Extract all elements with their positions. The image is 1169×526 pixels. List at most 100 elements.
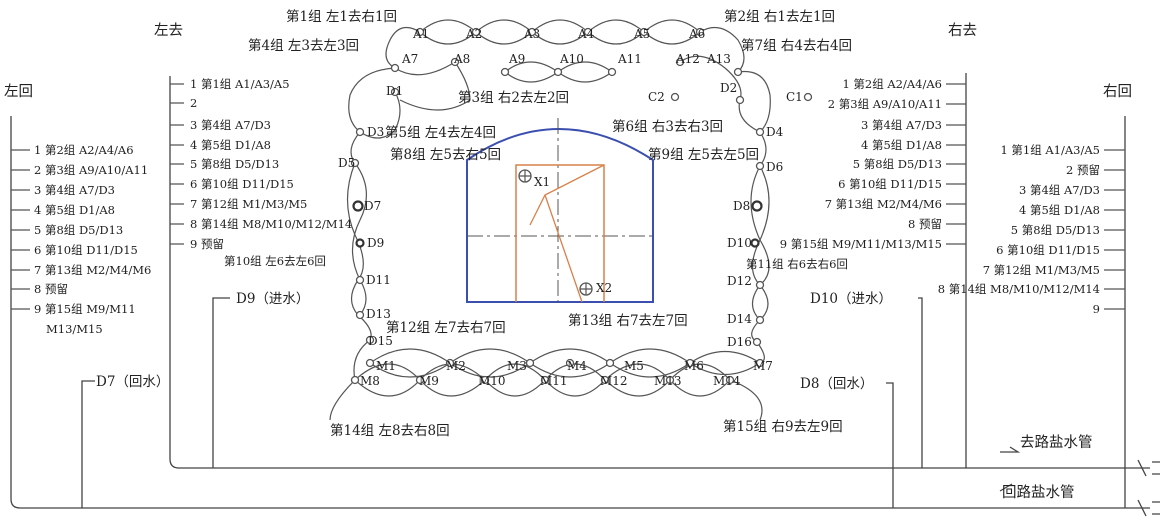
point-d11-label: D11 — [366, 273, 391, 287]
outer-loop — [329, 19, 771, 421]
group-5-label: 第5组 左4去左4回 — [385, 124, 496, 141]
list-item: 5 第8组 D5/D13 — [853, 157, 942, 171]
point-d15-label: D15 — [368, 334, 393, 348]
header-zuo-hui: 左回 — [4, 83, 33, 100]
point-m9-marker — [415, 375, 425, 385]
group-9-label: 第9组 左5去左5回 — [648, 146, 759, 163]
point-d3-marker — [355, 127, 365, 137]
list-item: 5 第8组 D5/D13 — [190, 157, 279, 171]
point-a5-label: A5 — [633, 27, 650, 41]
point-d8-label: D8 — [733, 199, 750, 213]
left-hui-list: 1 第2组 A2/A4/A6 2 第3组 A9/A10/A11 3 第4组 A7… — [34, 143, 151, 336]
point-x2-label: X2 — [596, 281, 612, 295]
point-m3-label: M3 — [507, 359, 527, 373]
supply-brine-pipe-label: 去路盐水管 — [1020, 434, 1093, 451]
point-d2-label: D2 — [720, 81, 737, 95]
header-zuo-qu: 左去 — [154, 22, 183, 39]
point-m10-label: M10 — [478, 374, 506, 388]
point-c1-marker — [803, 92, 813, 102]
point-d15-marker — [365, 335, 375, 345]
tick-lines — [11, 83, 1125, 310]
group-13-label: 第13组 右7去左7回 — [568, 312, 688, 329]
point-a8-label: A8 — [453, 52, 470, 66]
point-c2-marker — [670, 92, 680, 102]
point-m13-label: M13 — [654, 374, 682, 388]
d8-return-label: D8（回水） — [800, 376, 873, 392]
point-d4-marker — [755, 127, 765, 137]
point-a9-label: A9 — [508, 52, 525, 66]
list-item: 2 第3组 A9/A10/A11 — [828, 97, 942, 111]
point-a9-marker — [500, 67, 510, 77]
point-m5-label: M5 — [624, 359, 644, 373]
point-a6-label: A6 — [688, 27, 705, 41]
point-a10-marker — [553, 67, 563, 77]
point-m6-marker — [685, 358, 695, 368]
list-item: 7 第13组 M2/M4/M6 — [34, 263, 151, 277]
point-d13-marker — [355, 310, 365, 320]
list-item: 6 第10组 D11/D15 — [996, 243, 1100, 257]
group-12-label: 第12组 左7去右7回 — [386, 319, 506, 336]
point-a5-marker — [639, 27, 649, 37]
point-d6-marker — [755, 161, 765, 171]
list-item: 2 第3组 A9/A10/A11 — [34, 163, 148, 177]
point-x1-label: X1 — [534, 175, 550, 189]
point-labels: A1 A2 A3 A4 A5 A6 A7 A8 A9 A10 A11 A12 A… — [338, 27, 803, 388]
point-a3-marker — [527, 27, 537, 37]
point-d5-label: D5 — [338, 156, 355, 170]
list-item: 4 第5组 D1/A8 — [1019, 203, 1100, 217]
point-d9-label: D9 — [367, 236, 384, 250]
point-m3-marker — [525, 358, 535, 368]
point-m1-marker — [365, 358, 375, 368]
point-m5-marker — [605, 358, 615, 368]
point-d14-label: D14 — [727, 312, 752, 326]
point-m7-label: M7 — [753, 359, 773, 373]
list-item: 6 第10组 D11/D15 — [190, 177, 294, 191]
point-d4-label: D4 — [766, 125, 784, 139]
list-item: 9 第15组 M9/M11 — [34, 302, 136, 316]
x2-crosshair — [579, 282, 593, 296]
point-m11-marker — [540, 375, 550, 385]
point-a2-marker — [471, 27, 481, 37]
right-qu-list: 1 第2组 A2/A4/A6 2 第3组 A9/A10/A11 3 第4组 A7… — [780, 77, 942, 251]
point-m11-label: M11 — [540, 374, 568, 388]
point-m4-label: M4 — [567, 359, 587, 373]
return-brine-pipe-label: 回路盐水管 — [1002, 484, 1075, 501]
list-item: 6 第10组 D11/D15 — [34, 243, 138, 257]
list-item: 2 预留 — [1066, 163, 1100, 177]
list-item: 8 预留 — [908, 217, 942, 231]
point-m6-label: M6 — [684, 359, 704, 373]
list-item: 3 第4组 A7/D3 — [1019, 183, 1100, 197]
point-d10-marker — [750, 238, 760, 248]
point-d16-marker — [752, 337, 762, 347]
point-a7-marker — [390, 63, 400, 73]
point-d12-marker — [755, 280, 765, 290]
point-d13-label: D13 — [366, 307, 391, 321]
list-item: 5 第8组 D5/D13 — [1011, 223, 1100, 237]
point-m2-marker — [445, 358, 455, 368]
point-d7-label: D7 — [364, 199, 381, 213]
orange-diag-2 — [544, 194, 583, 303]
point-d2-marker — [735, 95, 745, 105]
measure-points — [350, 27, 813, 385]
list-item: 3 第4组 A7/D3 — [34, 183, 115, 197]
point-m1-label: M1 — [376, 359, 396, 373]
group-11-label: 第11组 右6去右6回 — [746, 257, 848, 271]
tunnel-section — [466, 118, 654, 303]
list-item: 4 第5组 D1/A8 — [861, 138, 942, 152]
point-a8-marker — [450, 57, 460, 67]
point-c1-label: C1 — [786, 90, 803, 104]
list-item: 4 第5组 D1/A8 — [34, 203, 115, 217]
point-m12-label: M12 — [600, 374, 628, 388]
list-item: 7 第13组 M2/M4/M6 — [825, 197, 942, 211]
point-a3-label: A3 — [523, 27, 540, 41]
point-c2-label: C2 — [648, 90, 665, 104]
point-m10-marker — [480, 375, 490, 385]
point-a2-label: A2 — [465, 27, 482, 41]
point-m7-marker — [755, 358, 765, 368]
list-item: 2 — [190, 96, 197, 110]
point-m8-label: M8 — [360, 374, 380, 388]
point-a12-marker — [675, 57, 685, 67]
orange-section-rect — [515, 164, 605, 302]
group-8-label: 第8组 左5去右5回 — [390, 146, 501, 163]
